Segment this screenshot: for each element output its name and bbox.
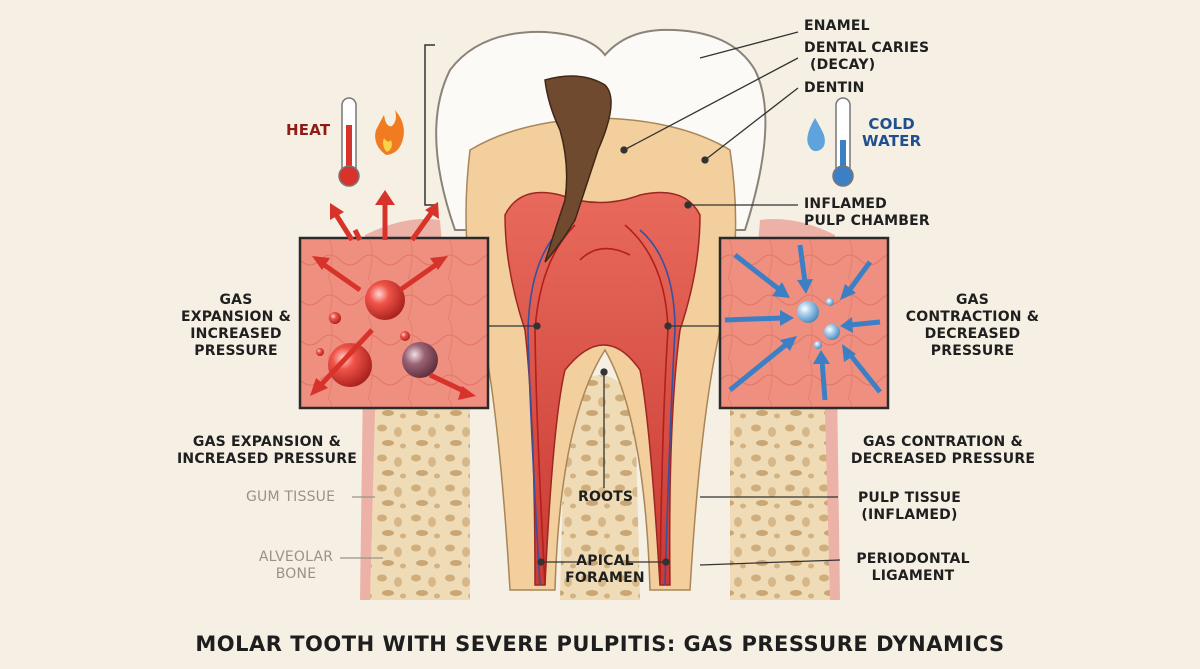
dental-caries	[544, 75, 612, 263]
bubble	[316, 348, 324, 356]
label-gas-expansion-line1: GAS EXPANSION &	[192, 434, 342, 450]
bubble	[797, 301, 819, 323]
bubble	[328, 343, 372, 387]
label-periodontal-ligament-line2: LIGAMENT	[871, 568, 955, 584]
label-inflamed-pulp-line2: PULP CHAMBER	[804, 213, 930, 229]
label-gum-tissue: GUM TISSUE	[246, 489, 336, 505]
label-gas-expansion-box-line1: GAS	[219, 292, 253, 308]
label-pulp-tissue: PULP TISSUE (INFLAMED)	[842, 490, 977, 524]
label-inflamed-pulp: INFLAMED PULP CHAMBER	[804, 196, 930, 230]
heat-expansion-box	[298, 236, 490, 410]
label-alveolar-bone: ALVEOLAR BONE	[252, 549, 340, 583]
label-gas-contraction-box-line3: DECREASED	[924, 326, 1021, 342]
bubble	[402, 342, 438, 378]
bubble	[824, 324, 840, 340]
label-dental-caries: DENTAL CARIES (DECAY)	[804, 40, 929, 74]
label-cold-water: COLD WATER	[862, 116, 921, 150]
bubble	[400, 331, 410, 341]
label-periodontal-ligament-line1: PERIODONTAL	[856, 551, 970, 567]
label-pulp-tissue-line2: (INFLAMED)	[861, 507, 958, 523]
bubble	[329, 312, 341, 324]
label-gas-contraction: GAS CONTRATION & DECREASED PRESSURE	[848, 434, 1038, 468]
water-drop-icon	[807, 118, 825, 152]
label-gas-contraction-box-line2: CONTRACTION &	[905, 309, 1040, 325]
bubble	[826, 298, 834, 306]
label-cold-water-line1: COLD	[868, 115, 915, 133]
label-dental-caries-line2: (DECAY)	[810, 57, 876, 73]
label-enamel: ENAMEL	[804, 18, 870, 34]
label-alveolar-bone-line1: ALVEOLAR	[258, 549, 334, 565]
label-cold-water-line2: WATER	[862, 132, 922, 150]
leader-lines	[340, 31, 841, 566]
label-pulp-tissue-line1: PULP TISSUE	[857, 490, 962, 506]
label-heat: HEAT	[286, 121, 331, 139]
alveolar-bone	[370, 403, 470, 600]
blood-vessels	[527, 224, 676, 586]
bubble	[814, 341, 822, 349]
cold-thermometer-icon	[832, 97, 854, 187]
label-gas-contraction-box: GAS CONTRACTION & DECREASED PRESSURE	[900, 292, 1045, 360]
label-gas-expansion: GAS EXPANSION & INCREASED PRESSURE	[172, 434, 362, 468]
label-gas-expansion-line2: INCREASED PRESSURE	[177, 451, 357, 467]
label-periodontal-ligament: PERIODONTAL LIGAMENT	[848, 551, 978, 585]
label-gas-contraction-box-line4: PRESSURE	[930, 343, 1015, 359]
label-gas-contraction-box-line1: GAS	[955, 292, 989, 308]
diagram-title: MOLAR TOOTH WITH SEVERE PULPITIS: GAS PR…	[195, 632, 1005, 656]
label-apical-foramen: APICAL FORAMEN	[560, 553, 650, 587]
label-inflamed-pulp-line1: INFLAMED	[804, 196, 887, 212]
label-roots: ROOTS	[578, 489, 634, 505]
label-gas-contraction-line1: GAS CONTRATION &	[863, 434, 1023, 450]
label-apical-foramen-line1: APICAL	[576, 553, 634, 569]
expansion-arrows	[330, 190, 439, 242]
interradicular-bone	[560, 375, 640, 600]
label-dental-caries-line1: DENTAL CARIES	[804, 40, 930, 56]
label-gas-contraction-line2: DECREASED PRESSURE	[850, 451, 1036, 467]
heat-thermometer-icon	[338, 97, 360, 187]
bubble	[365, 280, 405, 320]
label-dentin: DENTIN	[804, 80, 865, 96]
flame-icon	[375, 110, 404, 155]
label-gas-expansion-box-line4: PRESSURE	[194, 343, 278, 359]
label-gas-expansion-box: GAS EXPANSION & INCREASED PRESSURE	[176, 292, 296, 360]
label-alveolar-bone-line2: BONE	[275, 566, 317, 582]
crown-bracket	[424, 44, 435, 206]
alveolar-bone-right	[730, 403, 830, 600]
cold-contraction-box	[718, 236, 890, 410]
label-gas-expansion-box-line3: INCREASED	[190, 326, 282, 342]
label-apical-foramen-line2: FORAMEN	[565, 570, 645, 586]
label-gas-expansion-box-line2: EXPANSION &	[180, 309, 292, 325]
